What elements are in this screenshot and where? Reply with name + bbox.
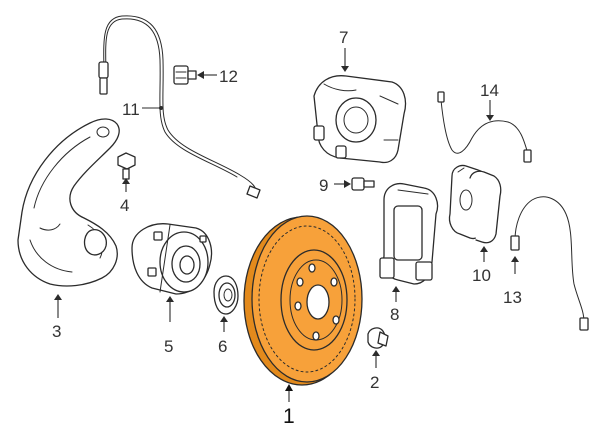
callout-9: 9 [319, 176, 328, 195]
leader-7-arrow [341, 66, 349, 72]
leader-1-arrow [285, 384, 293, 391]
leader-4-arrow [122, 178, 130, 184]
callout-2: 2 [370, 373, 379, 392]
callout-1: 1 [283, 405, 295, 428]
hub-nut[interactable] [213, 275, 239, 315]
callout-7: 7 [339, 28, 348, 47]
upper-wear-sensor[interactable] [437, 91, 532, 163]
callout-10: 10 [472, 266, 491, 285]
leader-10-arrow [480, 246, 488, 252]
rotor-bolt[interactable] [367, 327, 389, 349]
leader-9-arrow [344, 180, 351, 188]
callout-11: 11 [122, 100, 140, 119]
caliper-bracket[interactable] [379, 182, 439, 285]
sensor-bolt[interactable] [173, 65, 197, 85]
leader-8-arrow [392, 286, 400, 292]
bracket-bolt[interactable] [351, 177, 375, 191]
leader-6-arrow [220, 316, 228, 322]
brake-pads[interactable] [448, 164, 502, 244]
leader-5-arrow [166, 296, 174, 302]
callout-8: 8 [390, 305, 399, 324]
callout-13: 13 [503, 288, 522, 307]
callout-6: 6 [218, 337, 227, 356]
callout-14: 14 [480, 81, 499, 100]
leader-13-arrow [511, 256, 519, 262]
leader-11-arrow [159, 106, 163, 110]
callout-4: 4 [120, 196, 129, 215]
brake-caliper[interactable] [313, 75, 407, 164]
rear-wear-sensor[interactable] [510, 196, 589, 331]
brake-rotor[interactable] [243, 215, 363, 386]
splash-shield[interactable] [17, 118, 120, 287]
callout-3: 3 [52, 322, 61, 341]
callout-12: 12 [219, 67, 238, 86]
hub-bearing[interactable] [131, 223, 213, 295]
leader-3-arrow [54, 294, 62, 300]
leader-12-arrow [197, 71, 204, 79]
shield-bolt[interactable] [117, 152, 136, 180]
abs-sensor-wire[interactable] [98, 15, 261, 199]
leader-14-arrow [486, 115, 494, 121]
callout-5: 5 [164, 337, 173, 356]
leader-2-arrow [372, 350, 380, 356]
